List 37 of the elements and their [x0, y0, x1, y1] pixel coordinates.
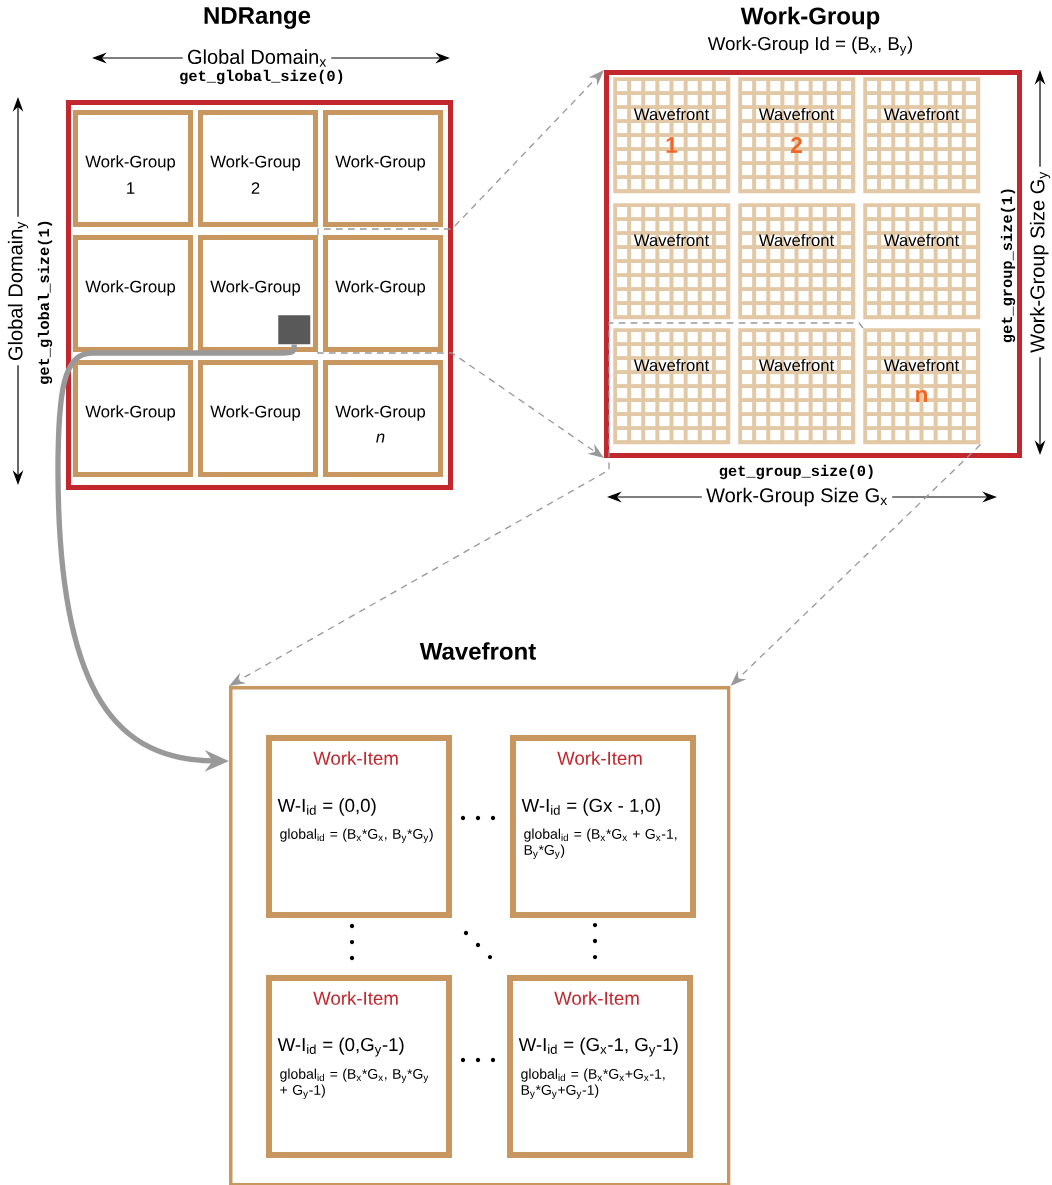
dimension-label: Work-Group Size G$_{x}$ [706, 487, 888, 507]
node-label: Work-Group Id = (B$_{x}$, B$_{y}$) [707, 36, 913, 56]
work-group-box: Work-Group [73, 360, 193, 477]
wavefront-grid: Wavefront 2 [738, 77, 856, 194]
work-group-box: Work-Group [323, 235, 443, 352]
wavefront-grid: Wavefront [738, 203, 856, 320]
wavefront-grid: Wavefront [863, 77, 981, 194]
function-label: get_global_size(1) [37, 221, 53, 384]
wavefront-grid: Wavefront n [863, 328, 981, 445]
dimension-label: Global Domain$_{x}$ [188, 49, 327, 67]
arrow [317, 70, 604, 236]
wavefront-grid: Wavefront [863, 203, 981, 320]
work-group-box: Work-Group n [323, 360, 443, 477]
work-item-box: Work-Item W-I$_{id}$ = (G$_{x}$-1, G$_{y}$-1) global$_{id}$ = (B$_{x}$*G$_{x}$+G$_{x}$-1, B$_{y}$*G$_{y}$+G$_{y}$-1) [507, 975, 693, 1158]
work-group-box: Work-Group [198, 235, 318, 352]
function-label: get_global_size(0) [180, 69, 343, 85]
arrow [317, 351, 604, 458]
work-item-square [278, 315, 311, 345]
dimension-label: Work-Group Size G$_{y}$ [1029, 171, 1051, 353]
node-label: Work-Group [740, 6, 880, 30]
wavefront-grid: Wavefront 1 [613, 77, 731, 194]
wavefront-grid: Wavefront [613, 203, 731, 320]
work-item-box: Work-Item W-I$_{id}$ = (0,G$_{y}$-1) global$_{id}$ = (B$_{x}$*G$_{x}$, B$_{y}$*G$_{y}$ + G$_{y}$-1) [266, 975, 452, 1158]
work-group-box: Work-Group [198, 360, 318, 477]
work-group-box: Work-Group [323, 110, 443, 227]
work-item-box: Work-Item W-I$_{id}$ = (0,0) global$_{id}$ = (B$_{x}$*G$_{x}$, B$_{y}$*G$_{y}$) [266, 735, 452, 918]
work-group-box: Work-Group [73, 235, 193, 352]
function-label: get_group_size(1) [1000, 189, 1016, 343]
dimension-label: Global Domain$_{y}$ [7, 221, 29, 360]
wavefront-grid: Wavefront [613, 328, 731, 445]
function-label: get_group_size(0) [719, 464, 873, 480]
work-group-box: Work-Group 1 [73, 110, 193, 227]
wavefront-grid: Wavefront [738, 328, 856, 445]
node-label: Wavefront [419, 642, 536, 660]
work-group-box: Work-Group 2 [198, 110, 318, 227]
work-item-box: Work-Item W-I$_{id}$ = (Gx - 1,0) global$_{id}$ = (B$_{x}$*G$_{x}$ + G$_{x}$-1, B$_{y}$*G$_{y}$) [510, 735, 696, 918]
node-label: NDRange [204, 7, 311, 29]
